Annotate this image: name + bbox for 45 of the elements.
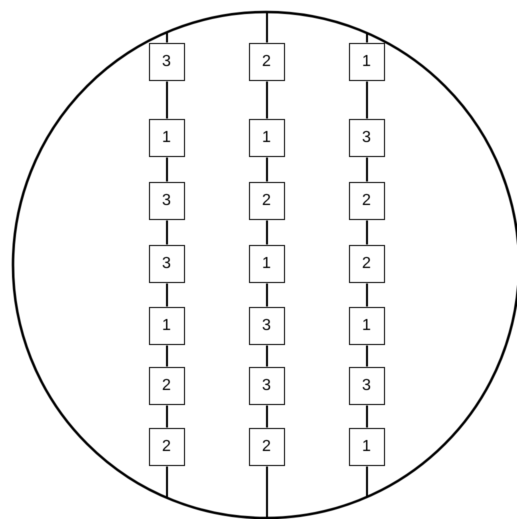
connector-line <box>366 284 368 306</box>
number-box: 3 <box>348 118 384 156</box>
connector-line <box>266 158 268 182</box>
connector-line <box>366 346 368 366</box>
connector-line <box>366 466 368 497</box>
connector-line <box>266 12 268 42</box>
number-box: 1 <box>348 428 384 466</box>
number-box: 3 <box>148 182 184 220</box>
connector-line <box>266 406 268 428</box>
connector-line <box>166 346 168 366</box>
number-box: 1 <box>248 118 284 156</box>
connector-line <box>266 466 268 518</box>
number-box: 2 <box>148 428 184 466</box>
number-box: 3 <box>348 366 384 404</box>
connector-line <box>166 406 168 428</box>
number-box: 1 <box>248 244 284 282</box>
connector-line <box>366 82 368 118</box>
number-box: 3 <box>248 306 284 344</box>
number-box: 1 <box>348 306 384 344</box>
connector-line <box>266 82 268 118</box>
number-box: 3 <box>148 42 184 80</box>
connector-line <box>366 158 368 182</box>
number-box: 2 <box>248 42 284 80</box>
number-box: 1 <box>148 306 184 344</box>
connector-line <box>166 220 168 244</box>
connector-line <box>166 284 168 306</box>
connector-line <box>366 220 368 244</box>
number-box: 2 <box>248 428 284 466</box>
number-box: 1 <box>148 118 184 156</box>
connector-line <box>366 406 368 428</box>
number-box: 2 <box>348 244 384 282</box>
connector-line <box>166 82 168 118</box>
connector-line <box>366 33 368 42</box>
connector-line <box>266 346 268 366</box>
number-box: 3 <box>248 366 284 404</box>
number-box: 1 <box>348 42 384 80</box>
number-box: 2 <box>148 366 184 404</box>
connector-line <box>166 466 168 498</box>
connector-line <box>266 284 268 306</box>
number-box: 2 <box>248 182 284 220</box>
connector-line <box>166 158 168 182</box>
connector-line <box>166 32 168 42</box>
number-box: 2 <box>348 182 384 220</box>
connector-line <box>266 220 268 244</box>
number-box: 3 <box>148 244 184 282</box>
